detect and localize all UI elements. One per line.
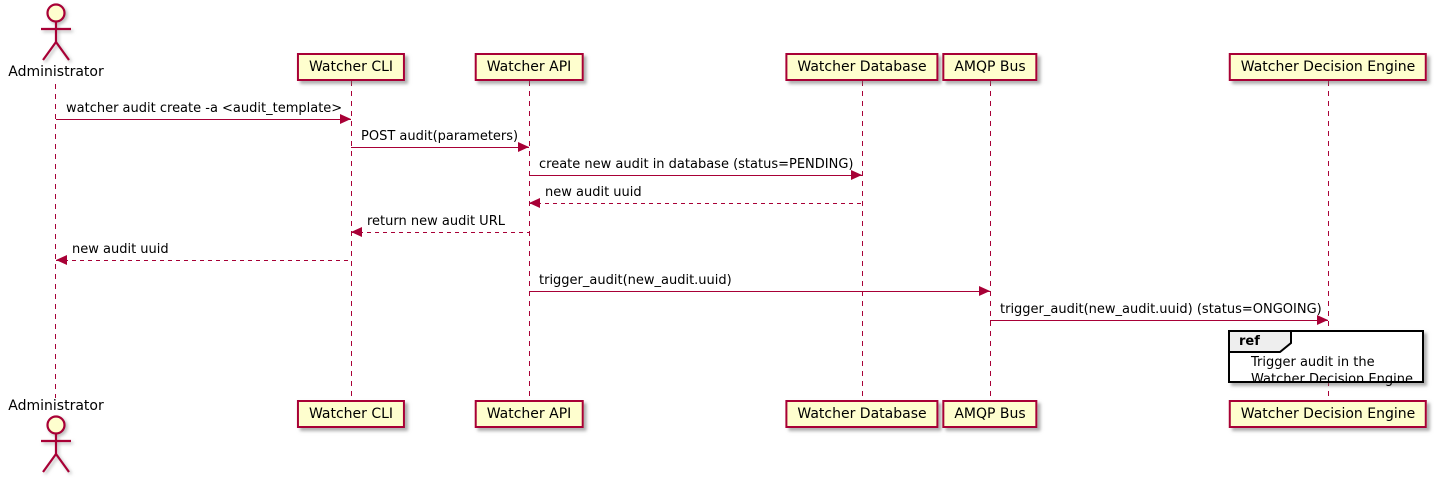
ref-keyword: ref [1239,334,1260,349]
participant-watcher-cli-bottom: Watcher CLI [296,400,406,428]
message-label: trigger_audit(new_audit.uuid) (status=ON… [1000,302,1322,317]
actor-name-bottom: Administrator [8,398,104,414]
ref-text-line1: Trigger audit in the [1251,355,1375,370]
message-line [56,260,351,261]
participant-watcher-cli-top: Watcher CLI [296,53,406,81]
participant-watcher-decision-engine-bottom: Watcher Decision Engine [1228,400,1428,428]
ref-fragment: ref Trigger audit in the Watcher Decisio… [1228,330,1424,387]
message-label: create new audit in database (status=PEN… [539,157,854,172]
message-label: new audit uuid [545,185,642,200]
message-line [351,147,529,148]
lifeline-watcher-database [862,81,863,400]
arrowhead-icon [979,286,990,296]
message-line [56,119,351,120]
arrowhead-icon [351,227,362,237]
message-label: trigger_audit(new_audit.uuid) [539,273,732,288]
arrowhead-icon [851,170,862,180]
arrowhead-icon [340,114,351,124]
message-label: return new audit URL [367,214,505,229]
ref-tag-shape [1228,330,1292,353]
arrowhead-icon [529,198,540,208]
actor-icon [41,3,71,61]
participant-watcher-database-bottom: Watcher Database [785,400,939,428]
lifeline-administrator [55,84,56,398]
participant-watcher-api-top: Watcher API [474,53,584,81]
actor-icon [41,415,71,473]
participant-watcher-decision-engine-top: Watcher Decision Engine [1228,53,1428,81]
arrowhead-icon [1317,315,1328,325]
message-line [529,203,862,204]
participant-amqp-bus-top: AMQP Bus [942,53,1038,81]
ref-text-line2: Watcher Decision Engine [1251,372,1413,387]
actor-name-top: Administrator [8,64,104,80]
message-line [990,320,1328,321]
lifeline-watcher-decision-engine [1328,81,1329,400]
message-line [529,291,990,292]
participant-amqp-bus-bottom: AMQP Bus [942,400,1038,428]
arrowhead-icon [518,142,529,152]
participant-watcher-api-bottom: Watcher API [474,400,584,428]
participant-watcher-database-top: Watcher Database [785,53,939,81]
message-line [351,232,529,233]
message-line [529,175,862,176]
arrowhead-icon [56,255,67,265]
message-label: new audit uuid [72,242,169,257]
message-label: POST audit(parameters) [361,129,519,144]
lifeline-watcher-cli [351,81,352,400]
lifeline-watcher-api [529,81,530,400]
message-label: watcher audit create -a <audit_template> [66,101,343,116]
lifeline-amqp-bus [990,81,991,400]
